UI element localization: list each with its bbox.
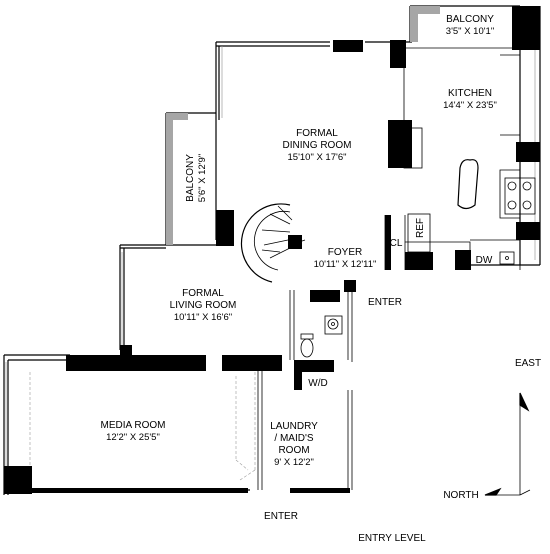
enter-foyer-label: ENTER [368,297,402,308]
balcony-railings [166,6,440,245]
dishwasher-label: DW [476,255,493,266]
living-dims: 10'11" X 16'6" [174,312,232,323]
fixture-labels: CL REF DW W/D [308,218,493,389]
washer-dryer-label: W/D [308,378,327,389]
compass [484,392,531,496]
foyer-dims: 10'11" X 12'11" [314,259,377,270]
north-label: NORTH [443,490,478,501]
dining-name-2: DINING ROOM [283,140,352,151]
room-labels: BALCONY 3'5" X 10'1" KITCHEN 14'4" X 23'… [100,14,496,468]
closet-label: CL [390,238,403,249]
dining-name-1: FORMAL [296,128,338,139]
media-dims: 12'2" X 25'5" [106,432,160,443]
kitchen-dims: 14'4" X 23'5" [443,100,497,111]
laundry-name-1: LAUNDRY [270,421,318,432]
balcony-top-dims: 3'5" X 10'1" [446,26,494,37]
annotation-labels: ENTER ENTER ENTRY LEVEL EAST NORTH [264,297,541,544]
bathroom-fixtures [300,315,343,358]
walls [4,6,540,494]
laundry-dims: 9' X 12'2" [274,457,314,468]
kitchen-name: KITCHEN [448,88,492,99]
enter-bottom-label: ENTER [264,511,298,522]
dashed-lines [29,372,256,481]
east-label: EAST [515,358,541,369]
refrigerator-label: REF [415,218,426,238]
living-name-2: LIVING ROOM [170,300,237,311]
balcony-top-name: BALCONY [446,14,494,25]
media-name: MEDIA ROOM [100,420,165,431]
entry-level-label: ENTRY LEVEL [358,533,426,544]
foyer-name: FOYER [328,247,362,258]
balcony-left-dims: 5'6" X 12'9" [197,154,208,202]
laundry-name-3: ROOM [278,445,309,456]
kitchen-fixtures [403,127,536,265]
balcony-left-name: BALCONY [185,154,196,202]
spiral-staircase [240,203,306,283]
living-name-1: FORMAL [182,288,224,299]
laundry-name-2: / MAID'S [274,433,313,444]
dining-dims: 15'10" X 17'6" [288,152,347,163]
